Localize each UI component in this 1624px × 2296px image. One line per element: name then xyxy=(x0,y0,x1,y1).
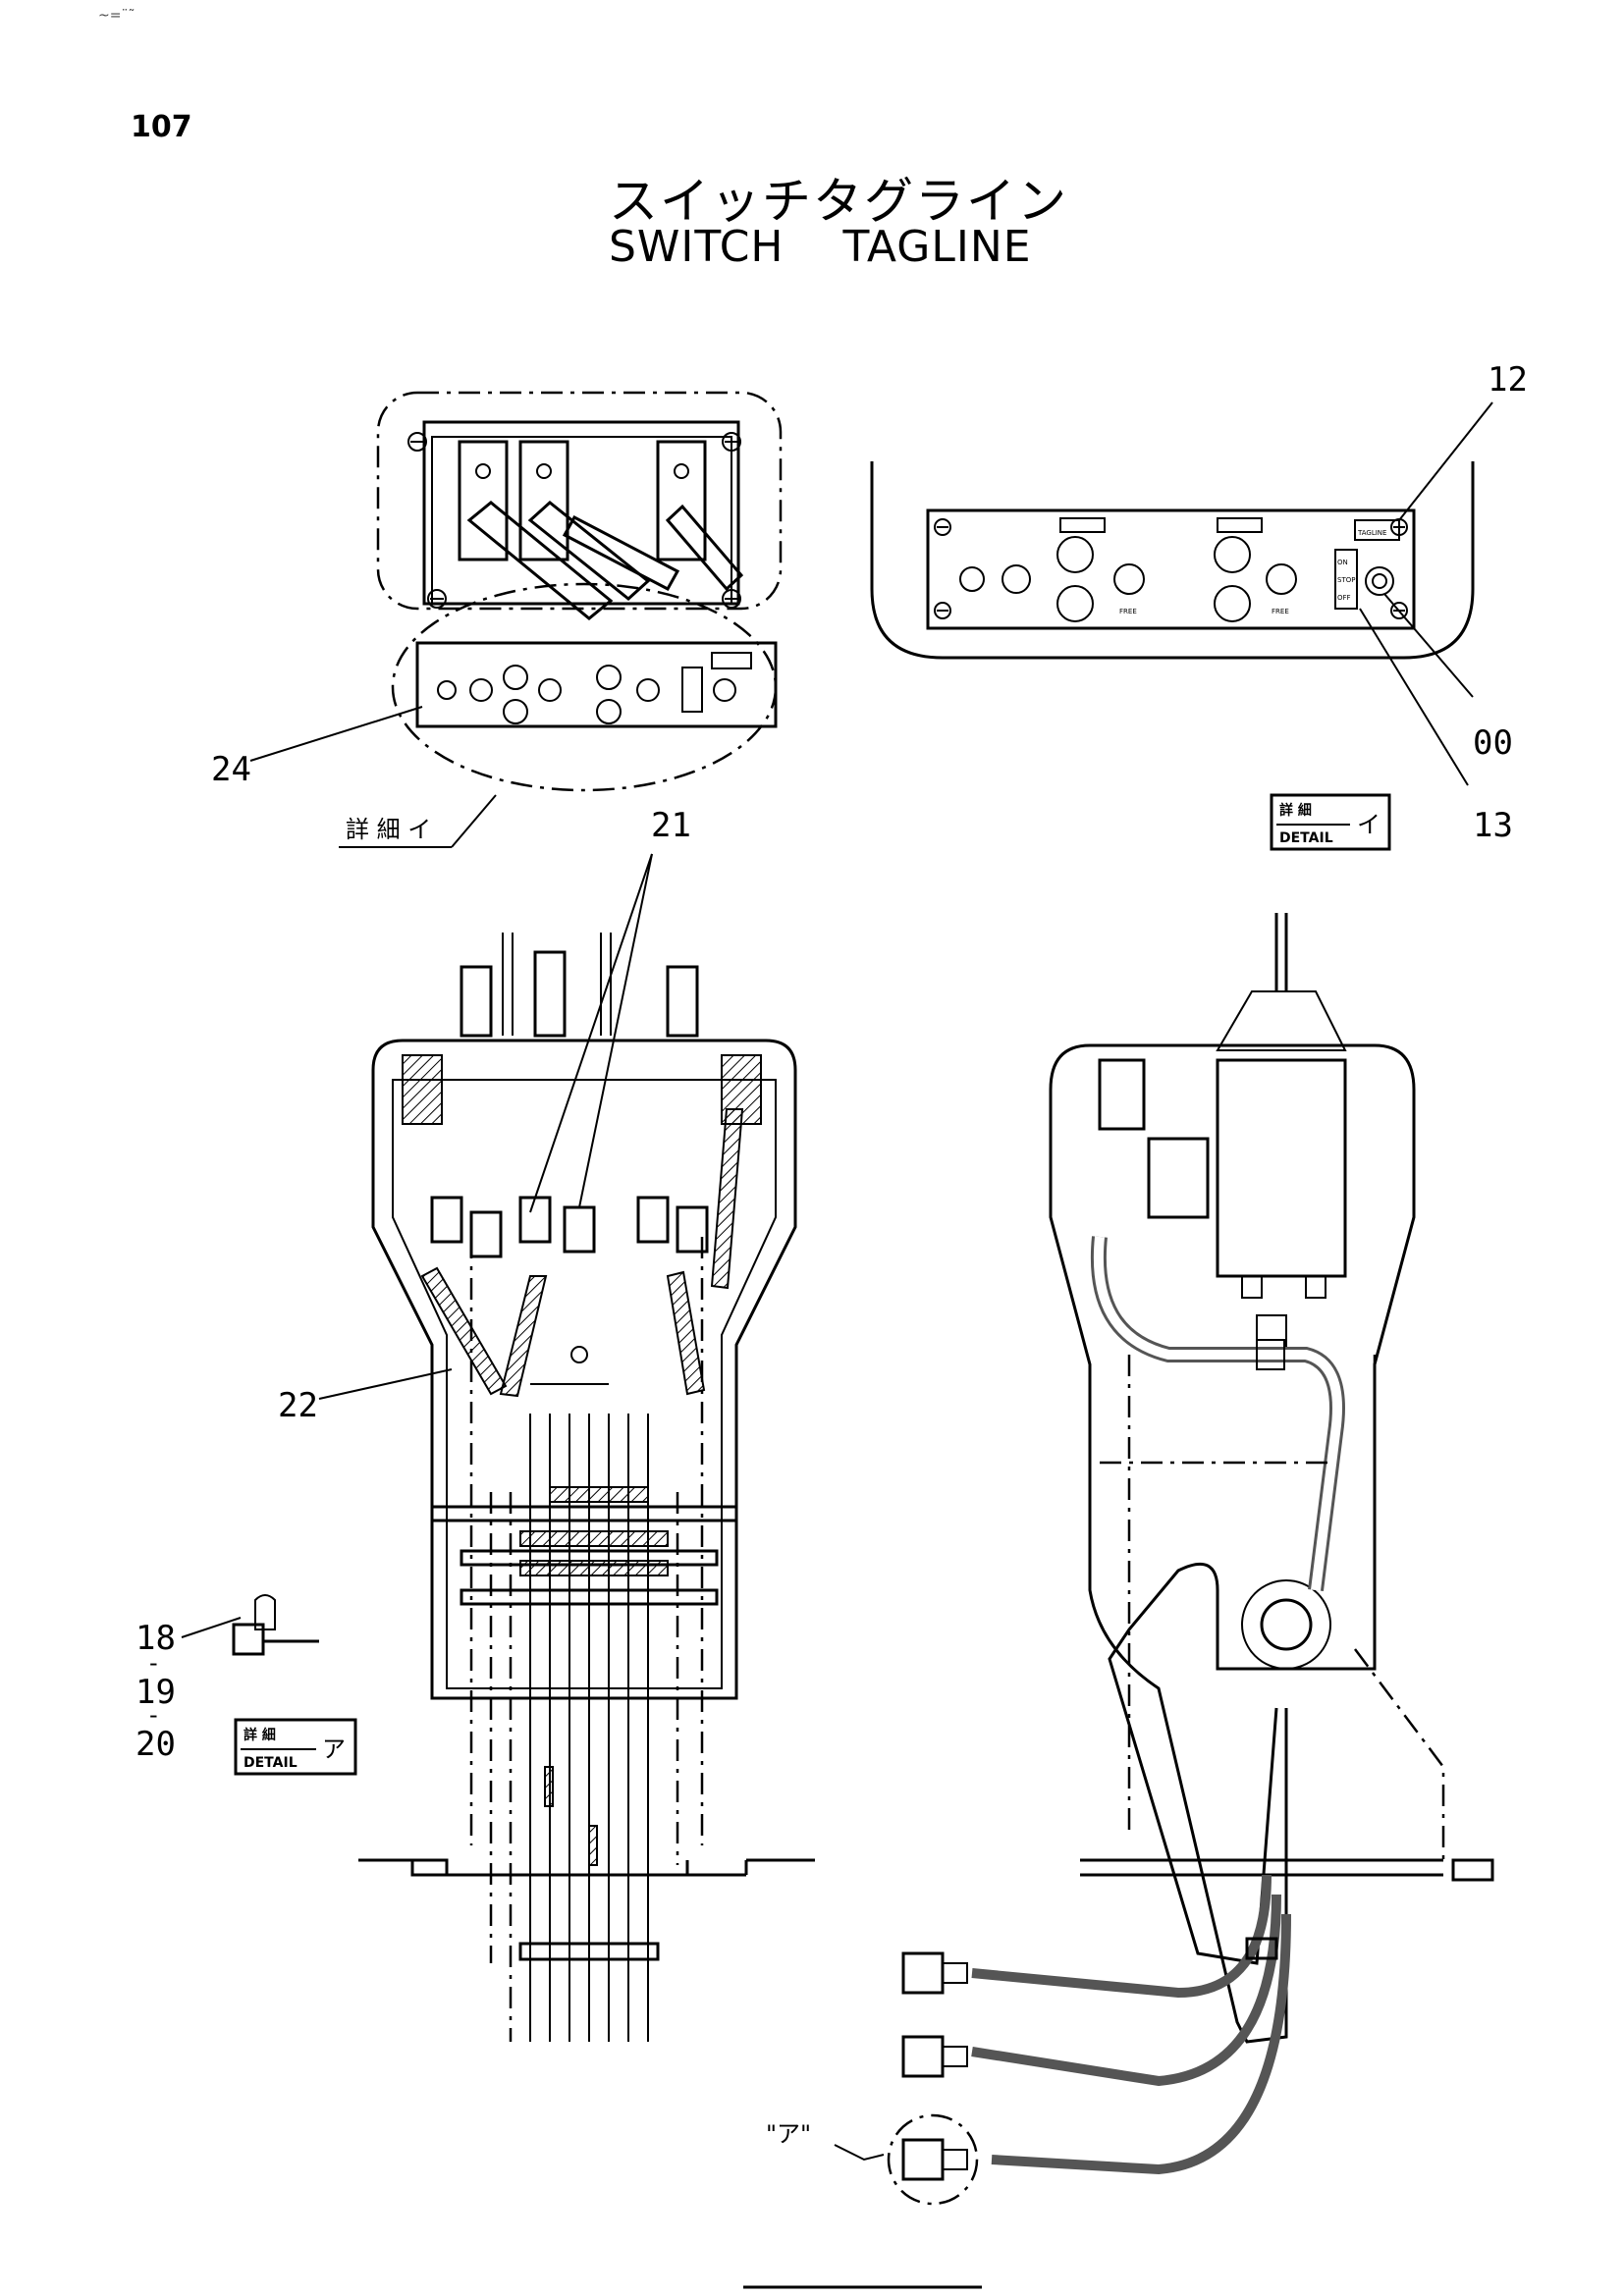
callout-19: 19 xyxy=(135,1673,176,1712)
svg-text:イ: イ xyxy=(1357,811,1380,838)
svg-text:DETAIL: DETAIL xyxy=(1279,830,1333,846)
detail-i-panel: ON STOP OFF TAGLINE FREE FREE xyxy=(870,461,1475,660)
callout-24: 24 xyxy=(211,750,251,789)
callout-22: 22 xyxy=(278,1386,318,1425)
leader-21b xyxy=(529,853,653,1213)
label-on: ON xyxy=(1337,559,1348,566)
svg-text:詳 細 イ: 詳 細 イ xyxy=(346,816,431,843)
label-free-2: FREE xyxy=(1272,608,1289,615)
svg-text:DETAIL: DETAIL xyxy=(244,1755,298,1771)
detail-i-box: 詳 細 DETAIL イ xyxy=(1270,793,1391,851)
leader-12 xyxy=(1398,401,1493,521)
page-number: 107 xyxy=(131,110,192,144)
left-assembly xyxy=(358,933,815,2042)
scan-mark: ~=¨˜ xyxy=(98,8,135,24)
leader-00 xyxy=(1383,593,1474,698)
callout-20: 20 xyxy=(135,1725,176,1764)
svg-text:ア: ア xyxy=(322,1735,346,1763)
leader-24 xyxy=(249,706,423,762)
title-english: SWITCH TAGLINE xyxy=(609,222,1032,272)
label-off: OFF xyxy=(1337,594,1351,602)
callout-21: 21 xyxy=(651,806,691,845)
right-assembly xyxy=(834,913,1494,2206)
callout-18: 18 xyxy=(135,1619,176,1658)
leader-13 xyxy=(1359,608,1469,786)
callout-dash-1: - xyxy=(149,1649,158,1677)
label-free-1: FREE xyxy=(1119,608,1137,615)
leader-21a xyxy=(578,853,653,1208)
title-japanese: スイッチタグライン xyxy=(609,173,1068,230)
svg-text:詳 細: 詳 細 xyxy=(1279,802,1312,819)
callout-dash-2: - xyxy=(149,1701,158,1729)
leader-22 xyxy=(318,1368,453,1400)
callout-00: 00 xyxy=(1473,723,1513,763)
label-tagline: TAGLINE xyxy=(1357,529,1386,537)
callout-12: 12 xyxy=(1488,360,1528,400)
svg-text:詳 細: 詳 細 xyxy=(244,1727,276,1743)
detail-a-part xyxy=(181,1594,319,1656)
switch-box-top-view xyxy=(376,391,783,792)
view-a-label: "ア" xyxy=(766,2120,811,2148)
detail-a-box: 詳 細 DETAIL ア xyxy=(234,1718,357,1776)
detail-i-label: 詳 細 イ xyxy=(339,794,497,848)
callout-13: 13 xyxy=(1473,806,1513,845)
label-stop: STOP xyxy=(1337,576,1355,584)
